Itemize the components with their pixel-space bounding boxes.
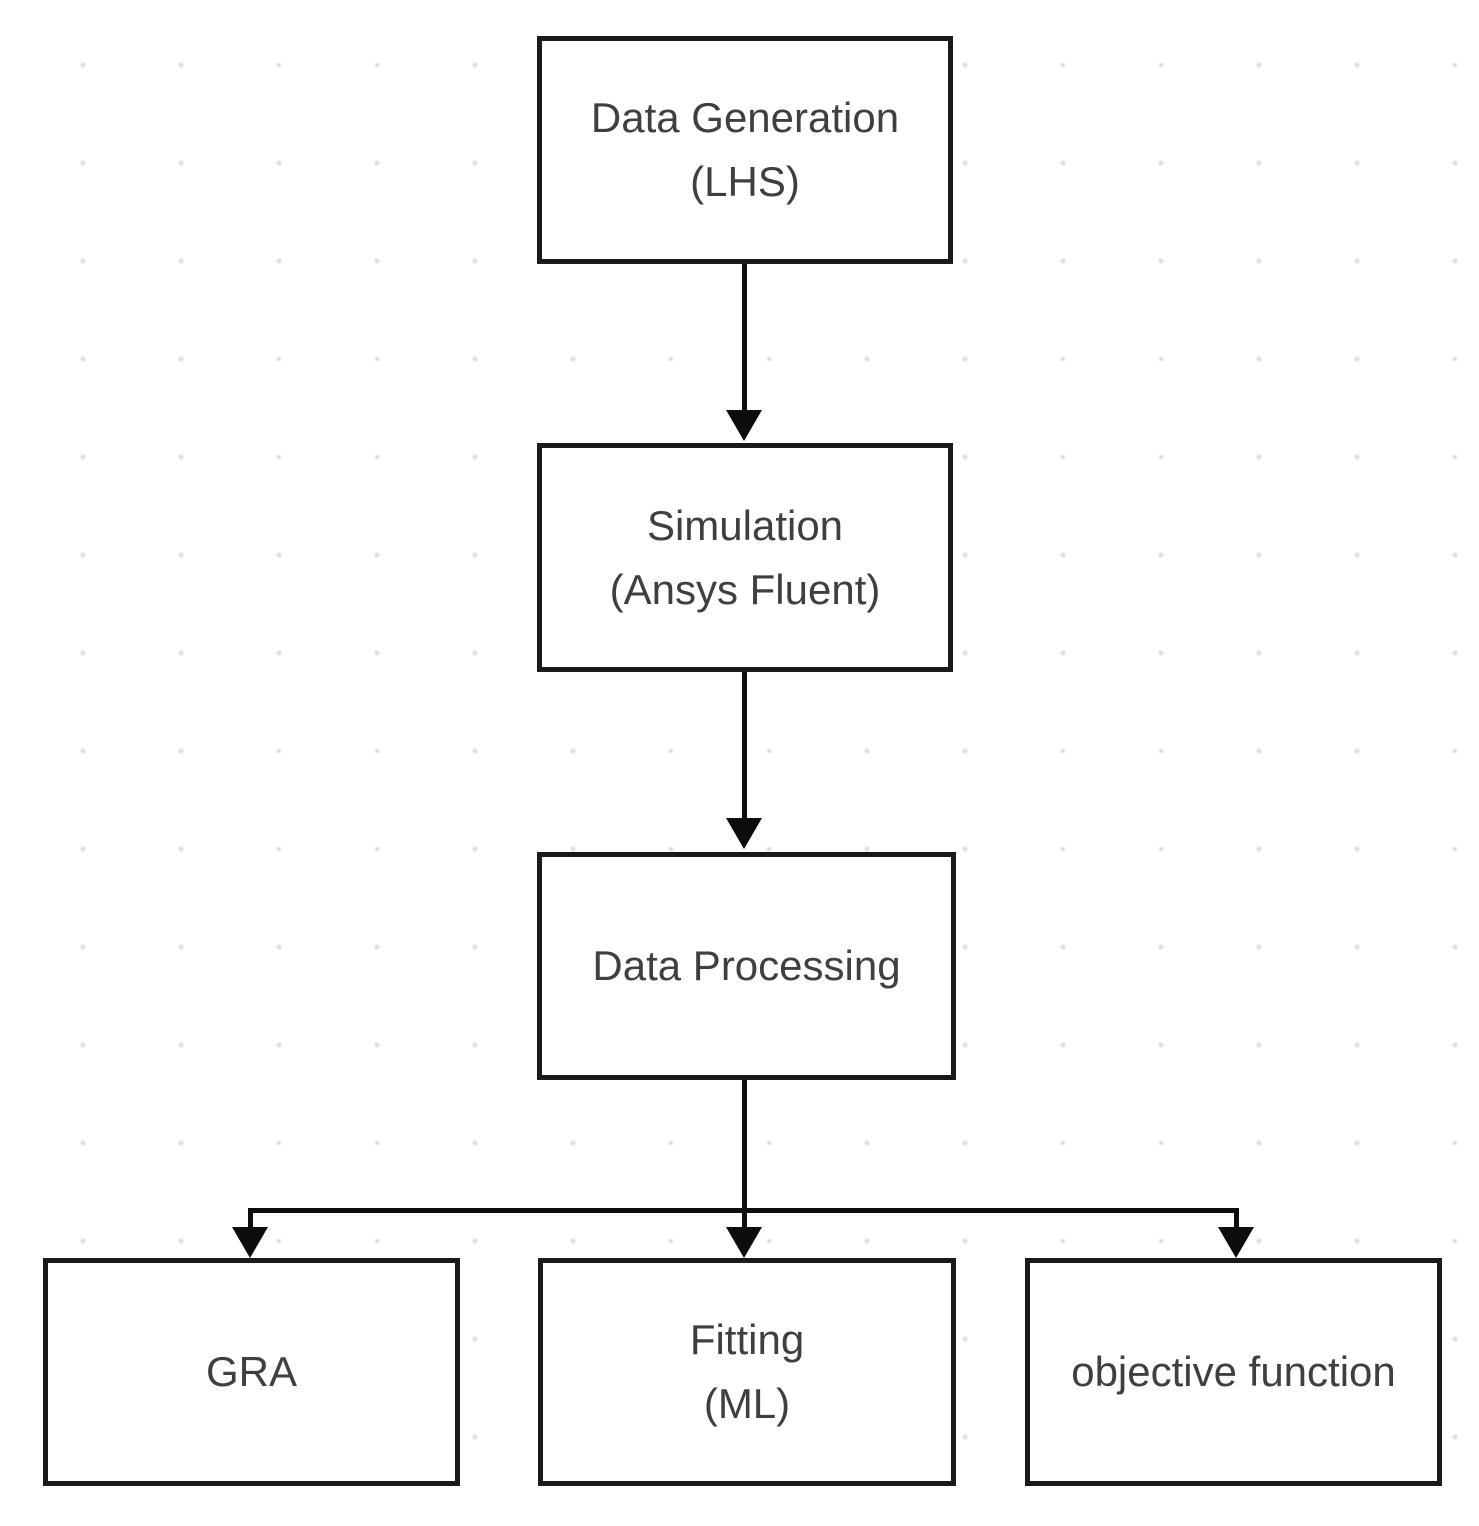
node-data-generation: Data Generation (LHS) [537, 36, 953, 264]
node-label-line: Data Generation [590, 94, 900, 141]
node-simulation-label: Simulation (Ansys Fluent) [610, 494, 881, 622]
connector-branch-to-fitting [742, 1208, 747, 1230]
connector-branch-to-gra [248, 1208, 253, 1230]
arrowhead-objective-function [1218, 1227, 1254, 1258]
node-objective-function-label: objective function [1071, 1340, 1396, 1404]
node-label-line: objective function [1071, 1348, 1396, 1395]
node-data-processing: Data Processing [537, 852, 956, 1080]
node-label-line: (Ansys Fluent) [609, 565, 881, 613]
connector-dataprocessing-stem [742, 1080, 747, 1212]
connector-datagen-to-simulation [742, 264, 747, 412]
arrowhead-gra [232, 1227, 268, 1258]
node-label-line: Data Processing [592, 942, 901, 989]
connector-simulation-to-dataprocessing [742, 672, 747, 820]
node-label-line: (LHS) [690, 158, 800, 205]
arrowhead-simulation [726, 410, 762, 441]
node-simulation: Simulation (Ansys Fluent) [537, 443, 953, 672]
arrowhead-data-processing [726, 818, 762, 849]
node-label-line: Simulation [646, 501, 844, 549]
node-gra-label: GRA [206, 1340, 297, 1404]
arrowhead-fitting [726, 1227, 762, 1258]
node-objective-function: objective function [1025, 1258, 1442, 1486]
node-fitting-label: Fitting (ML) [690, 1308, 804, 1436]
node-label-line: Fitting [689, 1316, 805, 1363]
node-data-processing-label: Data Processing [592, 934, 900, 998]
node-label-line: GRA [205, 1348, 297, 1395]
node-fitting: Fitting (ML) [538, 1258, 956, 1486]
connector-branch-to-objective [1234, 1208, 1239, 1230]
node-data-generation-label: Data Generation (LHS) [591, 86, 899, 214]
node-label-line: (ML) [703, 1380, 791, 1427]
node-gra: GRA [43, 1258, 460, 1486]
